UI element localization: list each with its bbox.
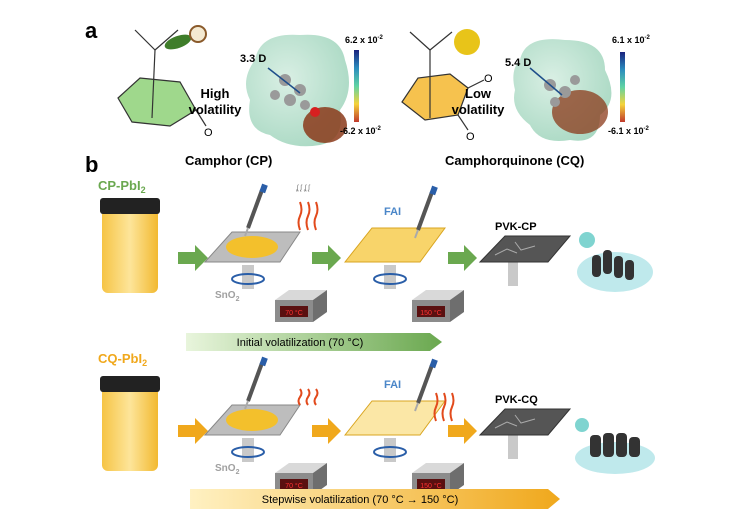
cq-hotplate-2: 150 °C: [412, 463, 464, 495]
panel-a-label: a: [85, 18, 98, 43]
cq-dipole-label: 5.4 D: [505, 57, 531, 69]
row-cp: CP-PbI2 SnO2 70 °C ʆ ᶘ ʆ ᶘ FAI 150 °C PV…: [98, 178, 653, 351]
vapor-arrows-icon: [297, 388, 319, 406]
pvk-cp-label: PVK-CP: [495, 221, 537, 233]
camphorquinone-name: Camphorquinone (CQ): [445, 153, 584, 168]
camphor-esp-map: [246, 34, 349, 147]
cq-scale-min: -6.1 x 10-2: [608, 126, 650, 136]
pvk-cp-grain-callout: [577, 232, 653, 292]
vapor-arrows-icon: [433, 392, 455, 422]
cp-hotplate-2: 150 °C: [412, 290, 464, 322]
camphor-volatility-line2: volatility: [189, 102, 243, 117]
camphor-volatility-line1: High: [201, 86, 230, 101]
camphor-colorbar: [354, 50, 359, 122]
arrow-icon: [178, 245, 208, 271]
camphor-scale-max: 6.2 x 10-2: [345, 35, 384, 45]
molecules-icon: ʆ ᶘ ʆ ᶘ: [296, 185, 310, 192]
camphor-structure: O: [117, 29, 213, 139]
arrow-icon: [448, 418, 477, 444]
cq-substrate: [203, 354, 301, 463]
leaf-icon: [164, 25, 207, 50]
cq-volatility-line2: volatility: [452, 102, 506, 117]
cp-vial: [100, 198, 160, 293]
pvk-cq-film: [478, 408, 572, 459]
pvk-cp-film: [478, 235, 572, 286]
svg-text:Stepwise volatilization (70 °C: Stepwise volatilization (70 °C → 150 °C): [262, 494, 459, 506]
arrow-icon: [178, 418, 208, 444]
cp-precursor-label: CP-PbI2: [98, 178, 146, 195]
cq-vial: [100, 376, 160, 471]
svg-text:150 °C: 150 °C: [420, 309, 441, 317]
stepwise-volatilization-banner: Stepwise volatilization (70 °C → 150 °C): [190, 489, 560, 509]
cp-fai-substrate: [343, 183, 446, 290]
cq-hotplate-1: 70 °C: [275, 463, 327, 495]
svg-text:70 °C: 70 °C: [285, 309, 303, 317]
row-cq: CQ-PbI2 SnO2 70 °C FAI 150 °C PVK-CQ: [98, 351, 655, 509]
initial-volatilization-banner: Initial volatilization (70 °C): [186, 333, 442, 351]
cp-substrate: [203, 181, 301, 290]
cq-esp-map: [513, 39, 612, 141]
arrow-icon: [312, 418, 341, 444]
cq-substrate-label: SnO2: [215, 463, 240, 476]
svg-text:Initial volatilization (70 °C): Initial volatilization (70 °C): [237, 337, 364, 349]
pvk-cq-label: PVK-CQ: [495, 394, 538, 406]
camphor-name: Camphor (CP): [185, 153, 272, 168]
cp-substrate-label: SnO2: [215, 290, 240, 303]
camphor-dipole-label: 3.3 D: [240, 53, 266, 65]
cq-fai-substrate: [343, 356, 446, 463]
oxygen-atom-label: O: [204, 127, 213, 139]
cp-hotplate-1: 70 °C: [275, 290, 327, 322]
cq-volatility-line1: Low: [465, 86, 492, 101]
cp-fai-label: FAI: [384, 206, 401, 218]
crystal-icon: [454, 29, 480, 55]
arrow-icon: [312, 245, 341, 271]
camphor-scale-min: -6.2 x 10-2: [340, 126, 382, 136]
cq-scale-max: 6.1 x 10-2: [612, 35, 651, 45]
pvk-cq-grain-callout: [575, 418, 655, 474]
arrow-icon: [448, 245, 477, 271]
cq-precursor-label: CQ-PbI2: [98, 351, 147, 368]
vapor-arrows-icon: [297, 201, 319, 231]
oxygen-atom-label: O: [466, 131, 475, 143]
svg-text:70 °C: 70 °C: [285, 482, 303, 490]
camphorquinone-structure: O O: [401, 31, 493, 143]
oxygen-atom-label: O: [484, 73, 493, 85]
cq-colorbar: [620, 52, 625, 122]
svg-text:150 °C: 150 °C: [420, 482, 441, 490]
cq-fai-label: FAI: [384, 379, 401, 391]
panel-b-label: b: [85, 152, 98, 177]
